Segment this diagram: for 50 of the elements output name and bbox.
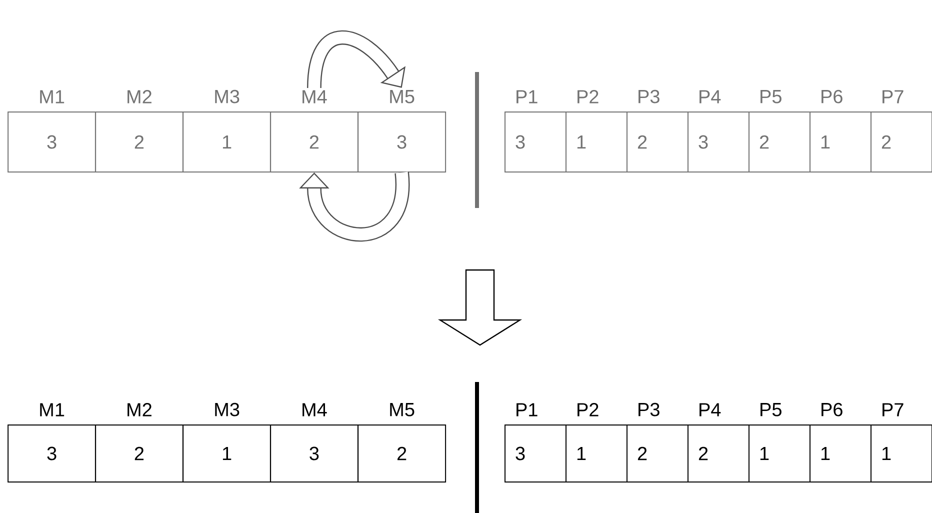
curved-arrow [307,30,406,88]
table-cell: 1 P2 [566,403,628,482]
node-label: M5 [390,90,414,104]
table-cell: 2 P3 [626,402,688,482]
table-cell: 3 M5 [358,90,446,172]
table-cell: 2 M4 [270,90,358,172]
table-cell: 3 P4 [688,90,750,172]
table-cell: 1 P7 [870,403,932,482]
node-label: P4 [700,403,721,416]
node-label: P2 [578,90,598,104]
table-cell: 3 P1 [504,403,566,482]
node-label: M1 [40,90,64,104]
node-label: P1 [516,403,538,416]
node-label: P2 [578,403,598,416]
table-cell: 3 P1 [504,90,566,172]
node-label: P6 [822,402,842,416]
table-cell: 2 P7 [870,90,932,172]
table-cell: 2 P5 [748,90,810,172]
table-cell: 3 M1 [8,90,96,172]
table-cell: 3 M4 [270,403,358,482]
table-cell: 2 M5 [358,403,446,482]
table-cell: 3 M1 [8,403,96,482]
node-label: P7 [882,403,904,416]
table-cell: 1 P5 [748,403,810,482]
node-label: P5 [760,90,782,104]
node-label: M2 [128,90,152,104]
node-label: P4 [700,90,721,104]
node-label: M1 [40,403,64,416]
table-cell: 2 M2 [94,90,184,172]
node-label: M2 [128,403,152,416]
table-cell: 1 M3 [182,90,272,172]
curved-arrow [299,172,410,242]
table-cell: 1 P6 [810,402,872,482]
table-cell: 1 M3 [182,402,272,482]
node-label: M4 [302,403,327,416]
node-label: M4 [302,90,327,104]
table-cell: 1 P6 [810,90,872,172]
table-cell: 2 P4 [688,403,750,482]
node-label: M3 [215,90,240,104]
node-label: M3 [215,402,240,416]
node-label: P6 [822,90,842,104]
node-label: P3 [638,90,660,104]
table-cell: 2 M2 [94,403,184,482]
node-label: P5 [760,403,782,416]
node-label: P1 [516,90,538,104]
node-label: P3 [638,402,660,416]
table-cell: 2 P3 [626,90,688,172]
node-label: P7 [882,90,904,104]
table-cell: 1 P2 [566,90,628,172]
node-label: M5 [390,403,414,416]
